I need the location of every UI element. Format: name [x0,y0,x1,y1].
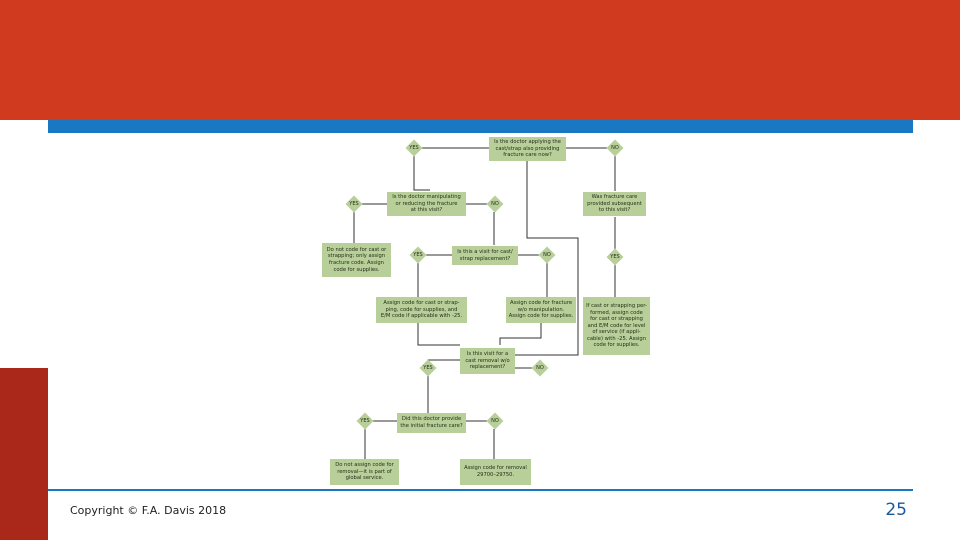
yes-label: YES [423,365,433,371]
action-fracture-code-only: Do not code for cast or strapping; only … [322,243,391,277]
yes-diamond: YES [405,139,423,157]
yes-label: YES [409,145,419,151]
no-diamond: NO [606,139,624,157]
connector [499,322,542,345]
connector [417,322,460,346]
accent-stripe [48,120,913,133]
no-label: NO [611,145,619,151]
yes-label: YES [360,418,370,424]
footer-divider [48,489,913,491]
yes-diamond: YES [606,248,624,266]
connector [515,161,579,356]
no-label: NO [543,252,551,258]
yes-diamond: YES [409,246,427,264]
no-diamond: NO [531,359,549,377]
question-cast-replacement: Is this a visit for cast/ strap replacem… [452,246,518,265]
question-initial-care: Did this doctor provide the initial frac… [397,413,466,433]
question-subsequent-care: Was fracture care provided subsequent to… [583,192,646,216]
yes-diamond: YES [419,359,437,377]
yes-label: YES [413,252,423,258]
question-cast-fracture-care: Is the doctor applying the cast/strap al… [489,137,566,161]
no-label: NO [536,365,544,371]
page-number: 25 [885,500,907,520]
yes-diamond: YES [356,412,374,430]
question-cast-removal: Is this visit for a cast removal w/o rep… [460,348,515,374]
title-band [0,0,960,120]
copyright-text: Copyright © F.A. Davis 2018 [70,504,227,517]
no-diamond: NO [486,195,504,213]
action-removal-code: Assign code for removal 29700–29750. [460,459,531,485]
no-diamond: NO [486,412,504,430]
action-no-removal-code: Do not assign code for removal—it is par… [330,459,399,485]
no-label: NO [491,418,499,424]
question-manipulating: Is the doctor manipulating or reducing t… [387,192,466,216]
left-accent-bar [0,368,48,540]
yes-label: YES [349,201,359,207]
no-diamond: NO [538,246,556,264]
action-cast-em-code: If cast or strapping per- formed, assign… [583,297,650,355]
action-cast-strap-code: Assign code for cast or strap- ping, cod… [376,297,467,323]
no-label: NO [491,201,499,207]
yes-diamond: YES [345,195,363,213]
yes-label: YES [610,254,620,260]
action-fracture-no-manipulation: Assign code for fracture w/o manipulatio… [506,297,576,323]
connector [413,156,430,191]
